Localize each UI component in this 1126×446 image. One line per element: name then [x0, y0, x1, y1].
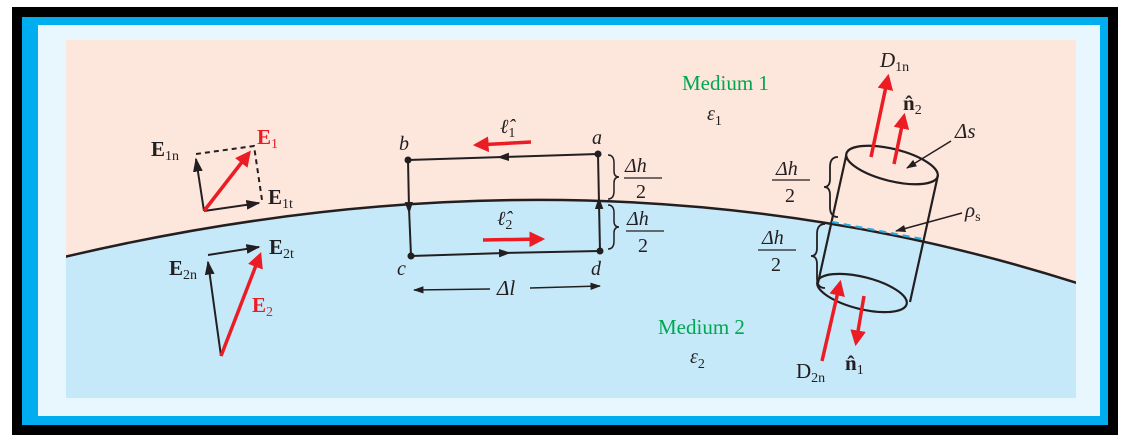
dl-arrow-right: [529, 282, 602, 290]
n1-label: n̂1: [845, 351, 864, 378]
pillbox-cylinder: D1n n̂2 D2n n̂1 Δs ρs Δh 2 Δh 2: [758, 48, 981, 386]
corner-c-label: c: [397, 258, 406, 280]
interface-boundary: [66, 198, 1076, 285]
n2-label: n̂2: [903, 91, 922, 118]
l2-unit-arrow: [482, 231, 546, 248]
medium-2-label: Medium 2: [658, 315, 745, 339]
e2n-label: E2n: [169, 256, 197, 283]
e1-vector-group: E1n E1 E1t: [151, 125, 293, 213]
e1t-label: E1t: [268, 185, 293, 212]
pillbox-dh-lower-num: Δh: [761, 227, 784, 249]
e2-vector-group: E2n E2t E2: [169, 235, 294, 357]
corner-a-dot: [594, 150, 602, 158]
d1n-label: D1n: [879, 48, 909, 75]
upper-brace: [607, 154, 620, 200]
l1-unit-arrow: [472, 136, 532, 153]
e1-arrow: [202, 150, 251, 213]
loop-side-cd: [410, 248, 601, 258]
dl-arrow-left: [412, 286, 491, 294]
e1n-label: E1n: [151, 137, 179, 164]
ds-label: Δs: [954, 119, 976, 143]
cylinder-right-side: [908, 174, 940, 303]
corner-d-label: d: [591, 258, 602, 280]
lower-brace: [607, 204, 620, 250]
loop-dh-lower-den: 2: [638, 235, 648, 257]
corner-a-label: a: [592, 127, 602, 149]
epsilon-1-label: ε1: [707, 103, 722, 129]
corner-b-dot: [404, 156, 412, 164]
d1n-arrow: [869, 73, 894, 158]
integration-loop: a b c d ℓ̂1 ℓ̂2 Δl Δh 2 Δh 2: [397, 116, 664, 300]
pillbox-dh-upper-den: 2: [785, 185, 795, 207]
rho-label: ρs: [964, 198, 981, 225]
corner-d-dot: [596, 247, 604, 255]
dl-label: Δl: [496, 276, 515, 300]
e2t-arrow: [207, 244, 261, 256]
loop-side-bc: [404, 159, 414, 257]
loop-side-ab: [407, 152, 599, 162]
e1n-arrow: [193, 157, 205, 212]
pillbox-dh-lower-den: 2: [771, 254, 781, 276]
e2t-label: E2t: [269, 235, 294, 262]
pillbox-upper-brace: [823, 156, 839, 218]
medium-1-label: Medium 1: [682, 71, 769, 95]
e1-dashed-projection: [195, 144, 263, 201]
loop-side-da: [594, 153, 604, 252]
ds-pointer: [906, 140, 952, 169]
loop-dh-lower-num: Δh: [626, 208, 649, 230]
pillbox-dh-upper-num: Δh: [775, 158, 798, 180]
e1-label: E1: [257, 125, 278, 152]
loop-dh-upper-den: 2: [636, 181, 646, 203]
surface-charge-line: [831, 220, 923, 241]
e2n-arrow: [204, 260, 222, 357]
corner-c-dot: [407, 252, 415, 260]
rho-pointer: [894, 212, 963, 233]
corner-b-label: b: [399, 133, 409, 155]
epsilon-2-label: ε2: [690, 346, 705, 372]
loop-dh-upper-num: Δh: [624, 155, 647, 177]
n1-arrow: [850, 295, 866, 347]
d2n-label: D2n: [796, 359, 825, 386]
cylinder-left-side: [816, 151, 849, 284]
e2-arrow: [219, 252, 263, 357]
e2-label: E2: [252, 293, 273, 320]
n2-arrow: [892, 112, 910, 165]
d2n-arrow: [820, 279, 845, 362]
pillbox-lower-brace: [810, 223, 826, 289]
e1t-arrow: [203, 199, 261, 212]
